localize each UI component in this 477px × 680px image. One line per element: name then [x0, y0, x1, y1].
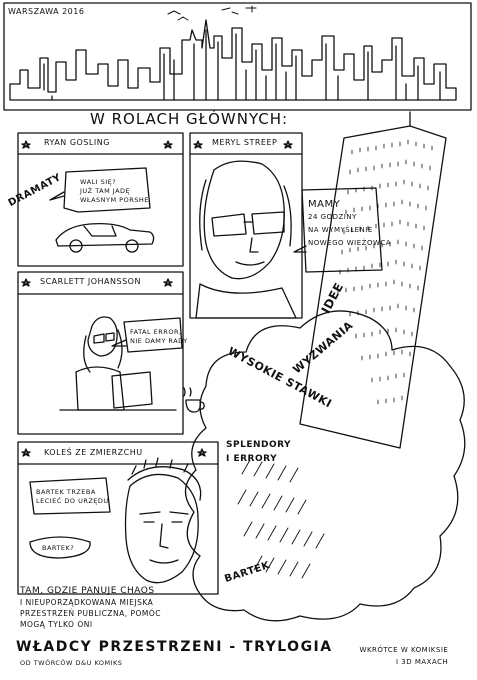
comic-title: WŁADCY PRZESTRZENI - TRYLOGIA — [16, 639, 333, 655]
gosling-panel-frame — [17, 132, 184, 267]
johansson-speech-line: NIE DAMY RADY — [130, 337, 188, 345]
streep-face — [203, 160, 285, 280]
laptop-drawing — [111, 371, 153, 409]
skyline-drawing — [9, 19, 457, 101]
gosling-speech-line: JUŻ TAM JADĘ — [80, 187, 131, 195]
splendory-label: SPLENDORY I ERRORY — [226, 438, 291, 466]
tagline-line: PRZESTRZEŃ PUBLICZNA, POMÓC — [20, 609, 162, 618]
car-drawing — [55, 222, 155, 247]
bartek-question: BARTEK? — [42, 544, 75, 552]
tagline-line: MOGĄ TYLKO ONI — [20, 620, 93, 629]
gosling-speech: WALI SIĘ? JUŻ TAM JADĘ WŁASNYM PORSHE — [80, 178, 149, 205]
cloud-hatching — [237, 459, 325, 579]
scarlett-speech-bubble — [123, 317, 183, 353]
bartek-question-bubble — [29, 536, 91, 559]
footer-tagline: TAM, GDZIE PANUJE CHAOS I NIEUPORZĄDKOWA… — [20, 586, 161, 630]
city-year-label: WARSZAWA 2016 — [8, 7, 85, 16]
streep-name: MERYL STREEP — [212, 138, 278, 147]
zmierzch-speech: BARTEK TRZEBA LECIEĆ DO URZĘDU — [36, 488, 109, 506]
johansson-speech: FATAL ERROR, NIE DAMY RADY — [130, 328, 188, 346]
gosling-speech-line: WŁASNYM PORSHE — [80, 196, 149, 204]
skyscraper-drawing — [299, 125, 447, 449]
cast-title: W ROLACH GŁÓWNYCH: — [90, 110, 289, 128]
skyscraper-windows — [337, 139, 433, 405]
tagline-line: I NIEUPORZĄDKOWANA MIEJSKA — [20, 598, 154, 607]
streep-speech-bubble — [301, 187, 383, 273]
streep-speech: MAMY 24 GODZINY NA WYMYŚLENIE NOWEGO WIE… — [308, 198, 391, 250]
skyline-panel-frame — [3, 2, 472, 111]
johansson-name: SCARLETT JOHANSSON — [40, 277, 141, 286]
credits-label: OD TWÓRCÓW D&U KOMIKS — [20, 659, 123, 667]
coming-soon: WKRÓTCE W KOMIKSIE I 3D MAXACH — [350, 644, 448, 668]
streep-speech-line: MAMY — [308, 199, 341, 210]
scarlett-figure — [87, 316, 118, 357]
zmierzch-speech-line: LECIEĆ DO URZĘDU — [36, 497, 109, 505]
gosling-name: RYAN GOSLING — [44, 138, 110, 147]
gosling-speech-line: WALI SIĘ? — [80, 178, 117, 186]
streep-speech-line: NA WYMYŚLENIE — [308, 226, 373, 234]
johansson-panel-frame — [17, 271, 184, 435]
zmierzch-speech-line: BARTEK TRZEBA — [36, 488, 96, 496]
tagline-line: TAM, GDZIE PANUJE CHAOS — [20, 586, 155, 596]
coming-soon-line: WKRÓTCE W KOMIKSIE — [359, 646, 449, 654]
gosling-speech-bubble — [63, 167, 151, 213]
zmierzch-panel-frame — [17, 441, 219, 595]
coming-soon-line: I 3D MAXACH — [396, 658, 449, 666]
zmierzch-speech-bubble — [29, 477, 111, 515]
splendory-line: I ERRORY — [226, 454, 278, 464]
zmierzch-name: KOLEŚ ZE ZMIERZCHU — [44, 448, 143, 457]
splendory-line: SPLENDORY — [226, 440, 292, 450]
johansson-speech-line: FATAL ERROR, — [130, 328, 182, 336]
vampire-face — [124, 473, 199, 584]
streep-speech-line: NOWEGO WIEŻOWCA — [308, 239, 392, 247]
cloud-drawing — [184, 310, 466, 622]
streep-speech-line: 24 GODZINY — [308, 213, 357, 221]
